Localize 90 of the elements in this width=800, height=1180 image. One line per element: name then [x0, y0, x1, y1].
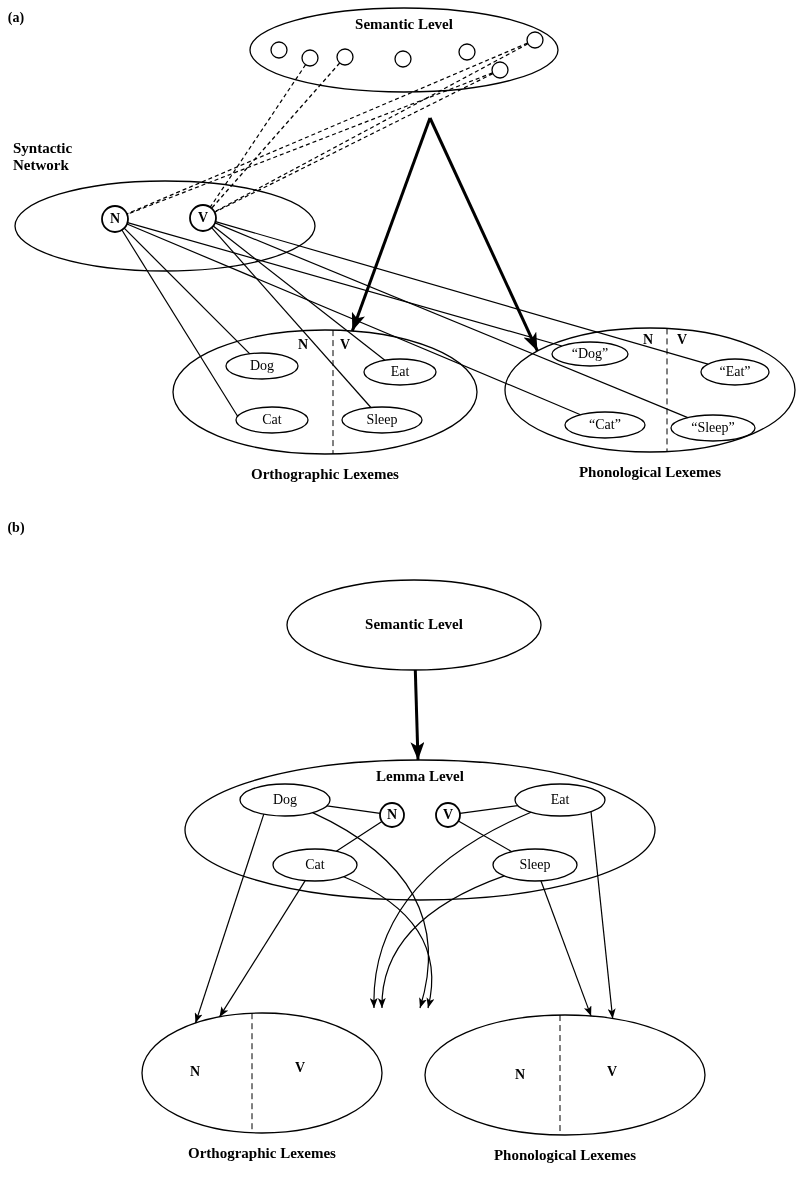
arrow: [540, 880, 592, 1017]
category-circle: [380, 803, 404, 827]
category-circle: [190, 205, 216, 231]
level-title: Orthographic Lexemes: [187, 1145, 337, 1163]
word-ellipse: [493, 849, 577, 881]
word-label: “Eat”: [718, 363, 752, 381]
connector-line: [211, 227, 372, 409]
section-letter: V: [676, 332, 688, 348]
word-ellipse: [701, 359, 769, 385]
section-letter: N: [297, 337, 309, 353]
arrow: [194, 813, 265, 1024]
word-ellipse: [364, 359, 436, 385]
category-letter: N: [385, 806, 399, 824]
thick-arrow: [410, 669, 425, 761]
level-title: Phonological Lexemes: [492, 1147, 638, 1165]
thick-arrow: [350, 117, 432, 332]
connector-line: [457, 820, 513, 853]
arrow: [590, 811, 616, 1020]
category-circle: [102, 206, 128, 232]
word-label: Cat: [304, 856, 326, 874]
connector-line: [335, 820, 383, 852]
unit-circle: [395, 51, 411, 67]
connector-line: [126, 222, 563, 347]
word-label: Sleep: [365, 411, 399, 429]
lexeme-ellipse: [142, 1013, 382, 1163]
word-ellipse: [552, 342, 628, 366]
level-title: Phonological Lexemes: [577, 464, 723, 482]
unit-circle: [271, 42, 287, 58]
panel-label: (b): [7, 520, 25, 536]
connector-line: [326, 805, 381, 814]
unit-circle: [492, 62, 508, 78]
word-ellipse: [226, 353, 298, 379]
word-label: Dog: [271, 791, 299, 809]
connector-line: [214, 221, 709, 365]
word-ellipse: [671, 415, 755, 441]
dashed-line: [211, 62, 341, 209]
word-label: Cat: [261, 411, 283, 429]
network-ellipse: [13, 140, 317, 273]
level-title: Lemma Level: [375, 768, 465, 786]
connector-line: [123, 227, 251, 355]
section-letter: V: [294, 1060, 306, 1076]
category-letter: N: [108, 210, 122, 228]
connector-line: [212, 225, 386, 361]
unit-circle: [527, 32, 543, 48]
section-letter: N: [189, 1064, 201, 1080]
word-ellipse: [565, 412, 645, 438]
unit-circle: [459, 44, 475, 60]
unit-circle: [302, 50, 318, 66]
arrow: [343, 876, 434, 1009]
connector-line: [121, 229, 239, 417]
level-ellipse: [287, 580, 541, 670]
level-ellipse: [250, 8, 558, 92]
dashed-line: [214, 73, 494, 213]
category-letter: V: [196, 209, 210, 227]
category-circle: [436, 803, 460, 827]
level-title: Syntactic Network: [13, 140, 74, 175]
arrow: [218, 880, 306, 1018]
arrow: [378, 875, 505, 1009]
level-title: Orthographic Lexemes: [250, 466, 400, 484]
lexeme-ellipse: [425, 1015, 705, 1165]
word-ellipse: [273, 849, 357, 881]
word-label: Sleep: [518, 856, 552, 874]
connector-line: [126, 223, 582, 416]
connector-line: [214, 222, 689, 419]
section-letter: V: [339, 337, 351, 353]
dashed-line: [213, 43, 529, 213]
thick-arrow: [428, 117, 539, 352]
word-label: “Dog”: [570, 345, 610, 363]
panel-label: (a): [7, 10, 25, 26]
word-label: “Cat”: [588, 416, 622, 434]
word-ellipse: [342, 407, 422, 433]
level-ellipse: [185, 760, 655, 900]
section-letter: V: [606, 1064, 618, 1080]
word-ellipse: [515, 784, 605, 816]
word-ellipse: [236, 407, 308, 433]
level-title: Semantic Level: [354, 16, 454, 34]
word-label: Eat: [389, 363, 411, 381]
word-label: Eat: [549, 791, 571, 809]
unit-circle: [337, 49, 353, 65]
word-ellipse: [240, 784, 330, 816]
dashed-line: [209, 64, 307, 208]
section-letter: N: [642, 332, 654, 348]
connector-line: [459, 805, 519, 814]
arrow: [312, 812, 429, 1009]
category-letter: V: [441, 806, 455, 824]
section-letter: N: [514, 1067, 526, 1083]
arrow: [370, 811, 532, 1009]
word-label: Dog: [248, 357, 276, 375]
level-title: Semantic Level: [364, 616, 464, 634]
word-label: “Sleep”: [690, 419, 736, 437]
